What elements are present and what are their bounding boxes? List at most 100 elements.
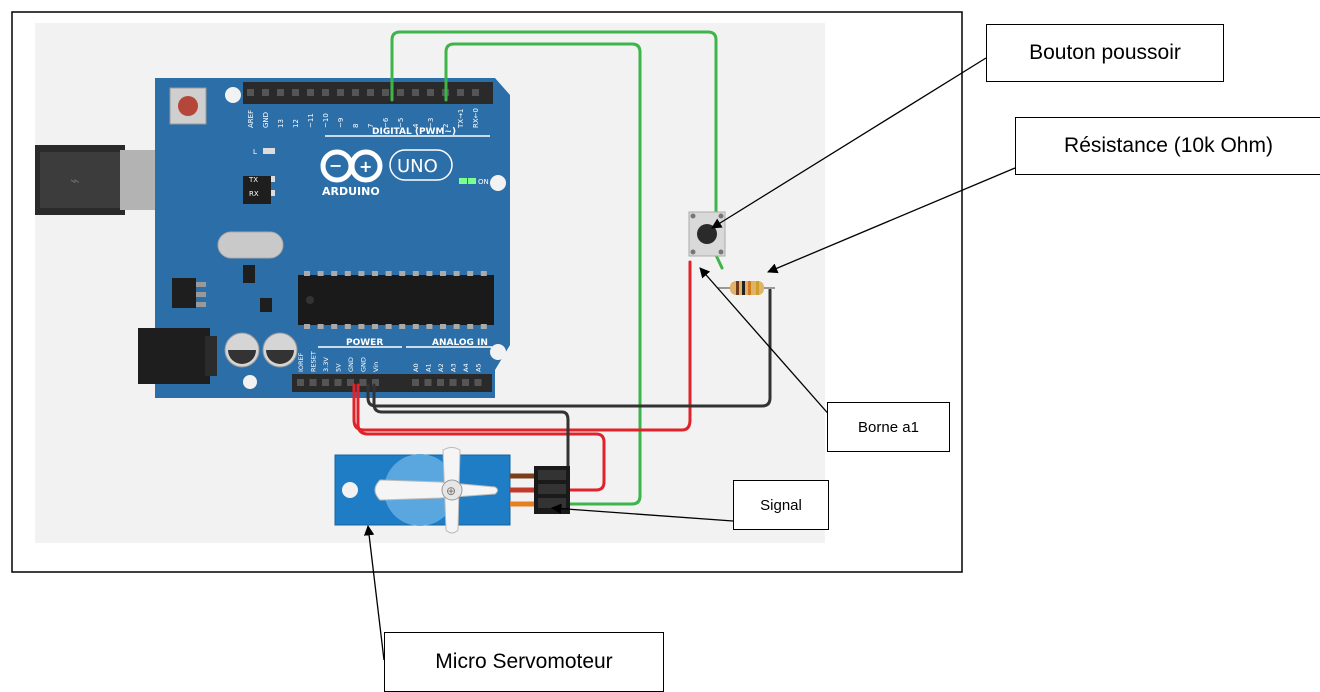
pin-label: RX←0 xyxy=(472,108,480,128)
pin-label: 2 xyxy=(442,124,450,128)
pin-label: ~3 xyxy=(427,118,435,128)
micro-servo: ⊕ xyxy=(334,447,570,534)
pin-hole xyxy=(412,379,419,386)
pin-hole xyxy=(412,89,419,96)
pin-hole xyxy=(277,89,284,96)
wire-red-button xyxy=(352,260,692,432)
callout-button: Bouton poussoir xyxy=(986,24,1224,82)
pin-label: GND xyxy=(347,357,355,372)
pin-label: 8 xyxy=(352,124,360,128)
led-tx-label: TX xyxy=(248,176,258,184)
pin-hole xyxy=(322,379,329,386)
regulator xyxy=(172,278,196,308)
led-l-label: L xyxy=(253,148,257,156)
pin-hole xyxy=(347,379,354,386)
pin-label: A3 xyxy=(450,363,458,372)
pin-hole xyxy=(397,89,404,96)
pin-hole xyxy=(457,89,464,96)
svg-text:⌁: ⌁ xyxy=(70,171,80,190)
power-jack xyxy=(138,328,217,384)
pin-hole xyxy=(352,89,359,96)
pin-label: RESET xyxy=(310,351,318,372)
pin-label: ~5 xyxy=(397,118,405,128)
digital-header-label: DIGITAL (PWM~) xyxy=(372,127,456,137)
wire-black-servo xyxy=(372,383,570,472)
pin-label: A2 xyxy=(437,363,445,372)
pin-label: A0 xyxy=(412,363,420,372)
power-pin-holes xyxy=(297,379,482,386)
digital-pin-holes xyxy=(247,89,479,96)
mounting-hole xyxy=(225,87,241,103)
pin-label: 5V xyxy=(335,363,343,372)
pin-hole xyxy=(462,379,469,386)
pin-label: ~11 xyxy=(307,113,315,128)
pin-label: ~9 xyxy=(337,118,345,128)
mounting-hole xyxy=(490,344,506,360)
capacitor xyxy=(262,332,298,368)
pin-label: 4 xyxy=(412,123,420,128)
pin-hole xyxy=(474,379,482,386)
led-on xyxy=(459,178,467,184)
component xyxy=(243,265,255,283)
led-l xyxy=(263,148,275,154)
pin-hole xyxy=(437,379,444,386)
resistor xyxy=(718,281,775,295)
pin-hole xyxy=(297,379,304,386)
leader-button xyxy=(711,57,987,229)
usb-chip xyxy=(243,176,271,204)
pin-hole xyxy=(427,89,434,96)
capacitor xyxy=(224,332,260,368)
wire-red-servo xyxy=(356,383,606,492)
arduino-logo: − + xyxy=(320,149,453,183)
pin-hole xyxy=(262,89,269,96)
power-analog-header xyxy=(292,374,492,392)
pin-hole xyxy=(382,89,389,96)
wire-green-signal xyxy=(444,42,642,506)
pin-hole xyxy=(307,89,314,96)
pin-label: IOREF xyxy=(297,352,305,372)
leader-resistor xyxy=(767,167,1016,274)
leader-servo xyxy=(363,524,385,661)
pin-label: 7 xyxy=(367,124,375,128)
pin-label: A5 xyxy=(475,363,483,372)
pin-label: AREF xyxy=(247,110,255,128)
pin-label: ~6 xyxy=(382,117,390,128)
mounting-hole xyxy=(243,375,257,389)
pin-hole xyxy=(334,379,342,386)
leader-terminal xyxy=(699,267,833,419)
microcontroller-chip xyxy=(298,271,494,329)
callout-signal: Signal xyxy=(733,480,829,530)
model-label: UNO xyxy=(397,156,438,177)
push-button xyxy=(688,211,726,257)
wires xyxy=(352,30,772,506)
pin-label: A1 xyxy=(425,363,433,372)
callout-resistor: Résistance (10k Ohm) xyxy=(1015,117,1320,175)
pin-hole xyxy=(472,89,479,96)
crystal xyxy=(217,231,284,259)
pin-label: 3.3V xyxy=(322,357,330,372)
svg-text:−: − xyxy=(329,156,342,175)
pin-label: Vin xyxy=(372,362,380,372)
analog-label: ANALOG IN xyxy=(432,338,488,348)
wire-black-resistor xyxy=(366,288,772,408)
leader-signal xyxy=(550,503,734,522)
pin-hole xyxy=(292,89,299,96)
pin-hole xyxy=(449,379,457,386)
pin-hole xyxy=(424,379,432,386)
reset-button xyxy=(169,87,207,125)
pin-hole xyxy=(337,89,344,96)
pin-label: TX→1 xyxy=(457,109,465,129)
power-label: POWER xyxy=(346,338,383,348)
pin-hole xyxy=(309,379,317,386)
pin-hole xyxy=(247,89,254,96)
svg-text:⊕: ⊕ xyxy=(446,484,456,498)
pin-label: ~10 xyxy=(322,113,330,128)
mounting-hole xyxy=(490,175,506,191)
callout-leaders xyxy=(363,57,1016,661)
pin-hole xyxy=(322,89,329,96)
pin-label: GND xyxy=(360,357,368,372)
led-on-2 xyxy=(468,178,476,184)
